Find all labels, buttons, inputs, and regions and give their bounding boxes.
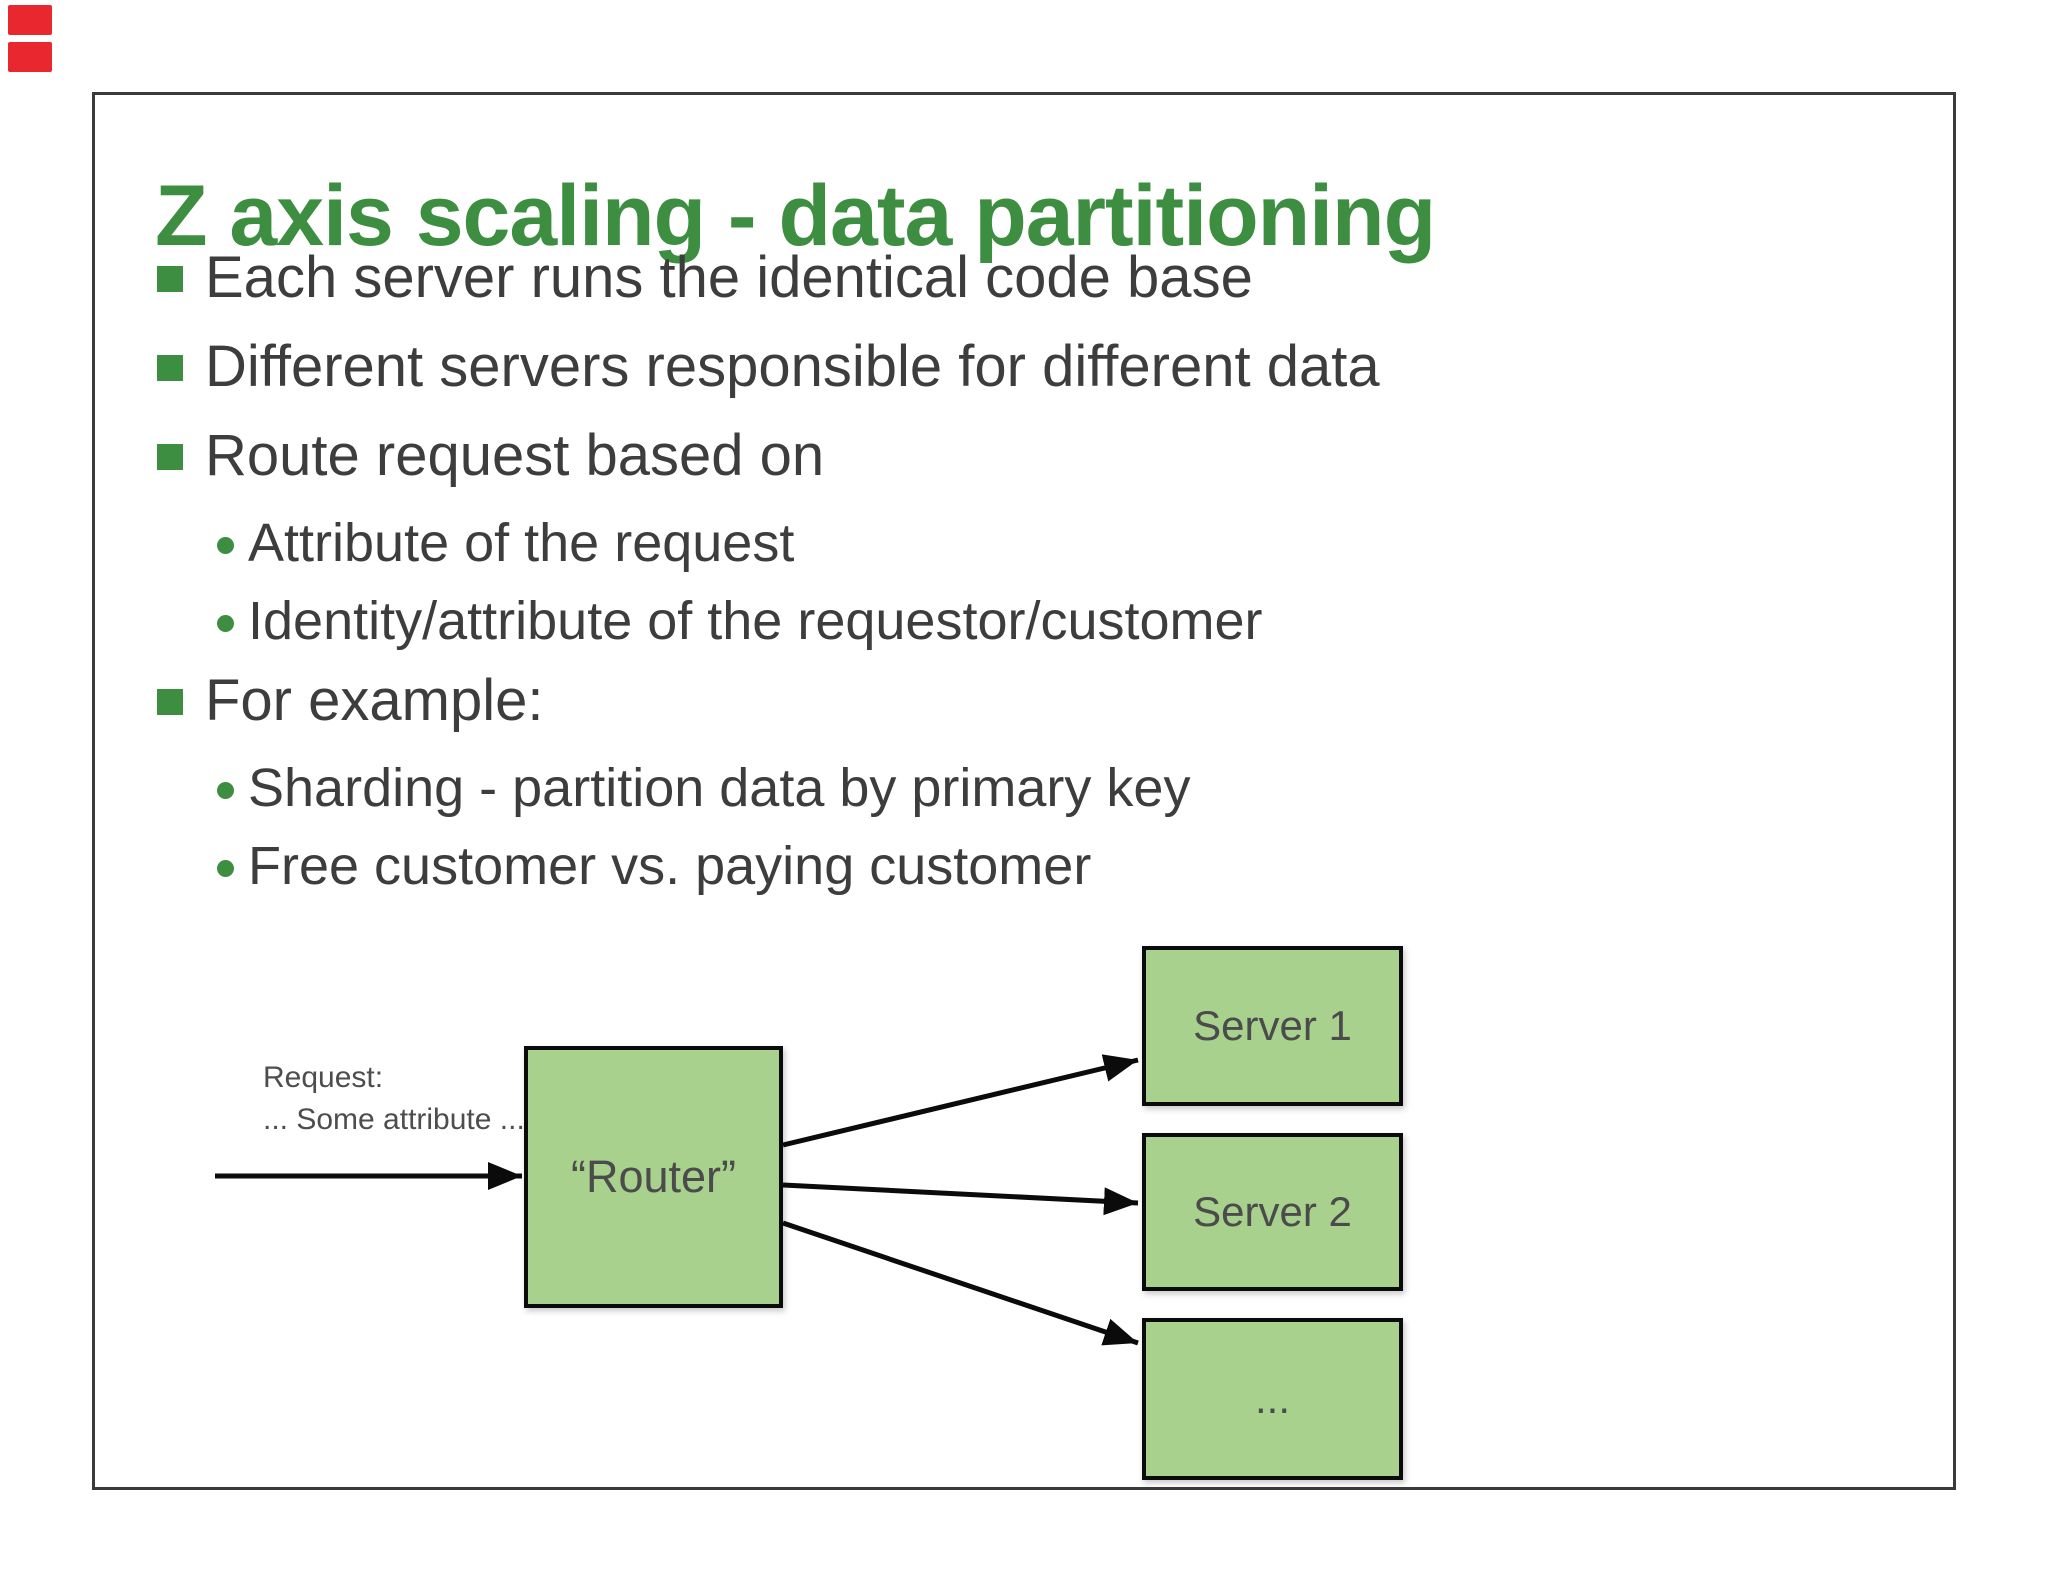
list-item: Route request based on xyxy=(157,423,1917,489)
bullet-square-icon xyxy=(157,689,183,715)
arrow-to-more-servers xyxy=(782,1220,1139,1346)
bullet-square-icon xyxy=(157,444,183,470)
diagram-arrows xyxy=(215,1054,1139,1346)
bullet-square-icon xyxy=(157,266,183,292)
list-item: Free customer vs. paying customer xyxy=(157,835,1917,897)
bullet-dot-icon xyxy=(217,536,234,554)
list-item: For example: xyxy=(157,668,1917,734)
server-1-box: Server 1 xyxy=(1142,946,1403,1106)
list-item: Attribute of the request xyxy=(157,512,1917,574)
server-2-box: Server 2 xyxy=(1142,1133,1403,1291)
red-marker-top xyxy=(8,5,52,35)
bullet-square-icon xyxy=(157,355,183,381)
server-2-label: Server 2 xyxy=(1193,1188,1352,1235)
router-box: “Router” xyxy=(524,1046,783,1308)
page-title: Z axis scaling - data partitioning xyxy=(155,167,1436,264)
bullet-text: Free customer vs. paying customer xyxy=(248,836,1092,896)
request-label-line1: Request: xyxy=(263,1061,384,1094)
bullet-dot-icon xyxy=(217,614,234,632)
router-label: “Router” xyxy=(570,1151,737,1202)
more-servers-box: ... xyxy=(1142,1318,1403,1480)
bullet-text: For example: xyxy=(205,668,544,733)
server-1-label: Server 1 xyxy=(1193,1002,1352,1049)
bullet-list: Each server runs the identical code base… xyxy=(157,245,1917,913)
slide-frame: Z axis scaling - data partitioning Each … xyxy=(92,92,1956,1490)
request-label: Request: ... Some attribute ... xyxy=(263,1057,525,1141)
bullet-text: Identity/attribute of the requestor/cust… xyxy=(248,591,1263,651)
list-item: Sharding - partition data by primary key xyxy=(157,757,1917,819)
list-item: Each server runs the identical code base xyxy=(157,245,1917,311)
request-label-line2: ... Some attribute ... xyxy=(263,1103,525,1136)
bullet-text: Each server runs the identical code base xyxy=(205,245,1253,310)
bullet-text: Different servers responsible for differ… xyxy=(205,334,1380,399)
list-item: Different servers responsible for differ… xyxy=(157,334,1917,400)
list-item: Identity/attribute of the requestor/cust… xyxy=(157,590,1917,652)
bullet-text: Attribute of the request xyxy=(248,513,795,573)
arrow-to-server-2 xyxy=(782,1182,1139,1216)
bullet-text: Sharding - partition data by primary key xyxy=(248,758,1191,818)
bullet-text: Route request based on xyxy=(205,423,825,488)
red-marker-bottom xyxy=(8,42,52,72)
more-servers-label: ... xyxy=(1254,1375,1290,1422)
bullet-dot-icon xyxy=(217,781,234,799)
bullet-dot-icon xyxy=(217,859,234,877)
routing-diagram: Request: ... Some attribute ... “Router”… xyxy=(95,95,1953,1487)
arrow-to-server-1 xyxy=(782,1054,1139,1148)
